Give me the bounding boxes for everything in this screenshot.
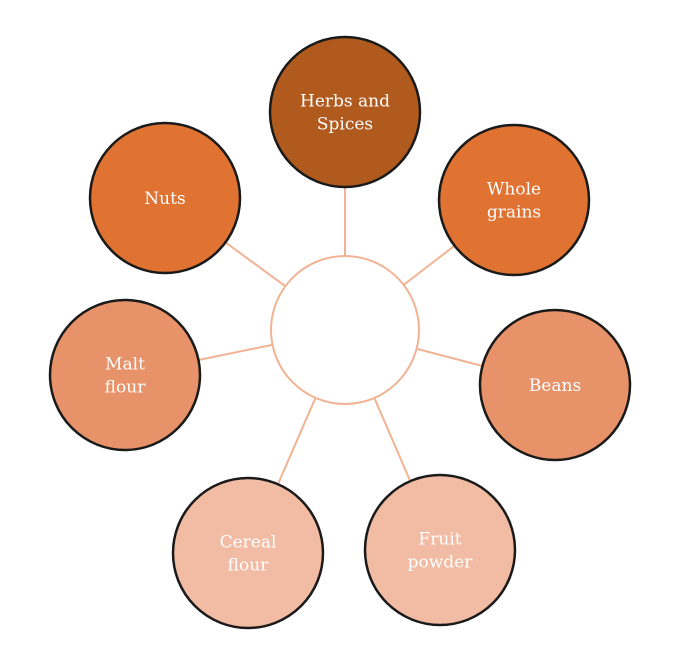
node-label-nuts: Nuts xyxy=(144,189,185,209)
node-label-line: Beans xyxy=(529,376,581,396)
node-nuts: Nuts xyxy=(88,121,242,275)
node-label-cereal-flour: Cereal flour xyxy=(220,533,277,576)
node-label-line: flour xyxy=(228,556,270,576)
node-fruit-powder: Fruit powder xyxy=(363,473,517,627)
connector-fruit-powder xyxy=(373,397,412,482)
node-circle-herbs-and-spices xyxy=(268,35,422,189)
node-circle-malt-flour xyxy=(48,298,202,452)
connector-whole-grains xyxy=(403,244,456,286)
connector-malt-flour xyxy=(198,343,273,361)
node-label-line: Herbs and xyxy=(300,92,390,112)
node-label-line: Cereal xyxy=(220,533,277,553)
node-label-line: Fruit xyxy=(418,530,461,550)
node-label-beans: Beans xyxy=(529,376,581,396)
node-beans: Beans xyxy=(478,308,632,462)
node-whole-grains: Whole grains xyxy=(437,123,591,277)
node-label-whole-grains: Whole grains xyxy=(487,180,541,223)
node-cereal-flour: Cereal flour xyxy=(171,476,325,630)
node-circle-cereal-flour xyxy=(171,476,325,630)
node-circle-beans xyxy=(478,308,632,462)
node-label-line: Nuts xyxy=(144,189,185,209)
connector-beans xyxy=(416,347,483,367)
node-label-line: grains xyxy=(487,203,541,223)
node-label-line: powder xyxy=(408,553,474,573)
connector-nuts xyxy=(224,241,286,288)
node-circle-whole-grains xyxy=(437,123,591,277)
node-label-fruit-powder: Fruit powder xyxy=(408,530,474,573)
center-circle xyxy=(270,255,420,405)
connector-lines xyxy=(198,187,483,485)
node-label-line: Spices xyxy=(317,115,373,135)
node-label-line: Malt xyxy=(105,355,145,375)
node-circle-nuts xyxy=(88,121,242,275)
node-label-malt-flour: Malt flour xyxy=(105,355,147,398)
connector-cereal-flour xyxy=(276,397,317,485)
node-circle-fruit-powder xyxy=(363,473,517,627)
node-malt-flour: Malt flour xyxy=(48,298,202,452)
node-label-line: Whole xyxy=(487,180,541,200)
node-label-line: flour xyxy=(105,378,147,398)
